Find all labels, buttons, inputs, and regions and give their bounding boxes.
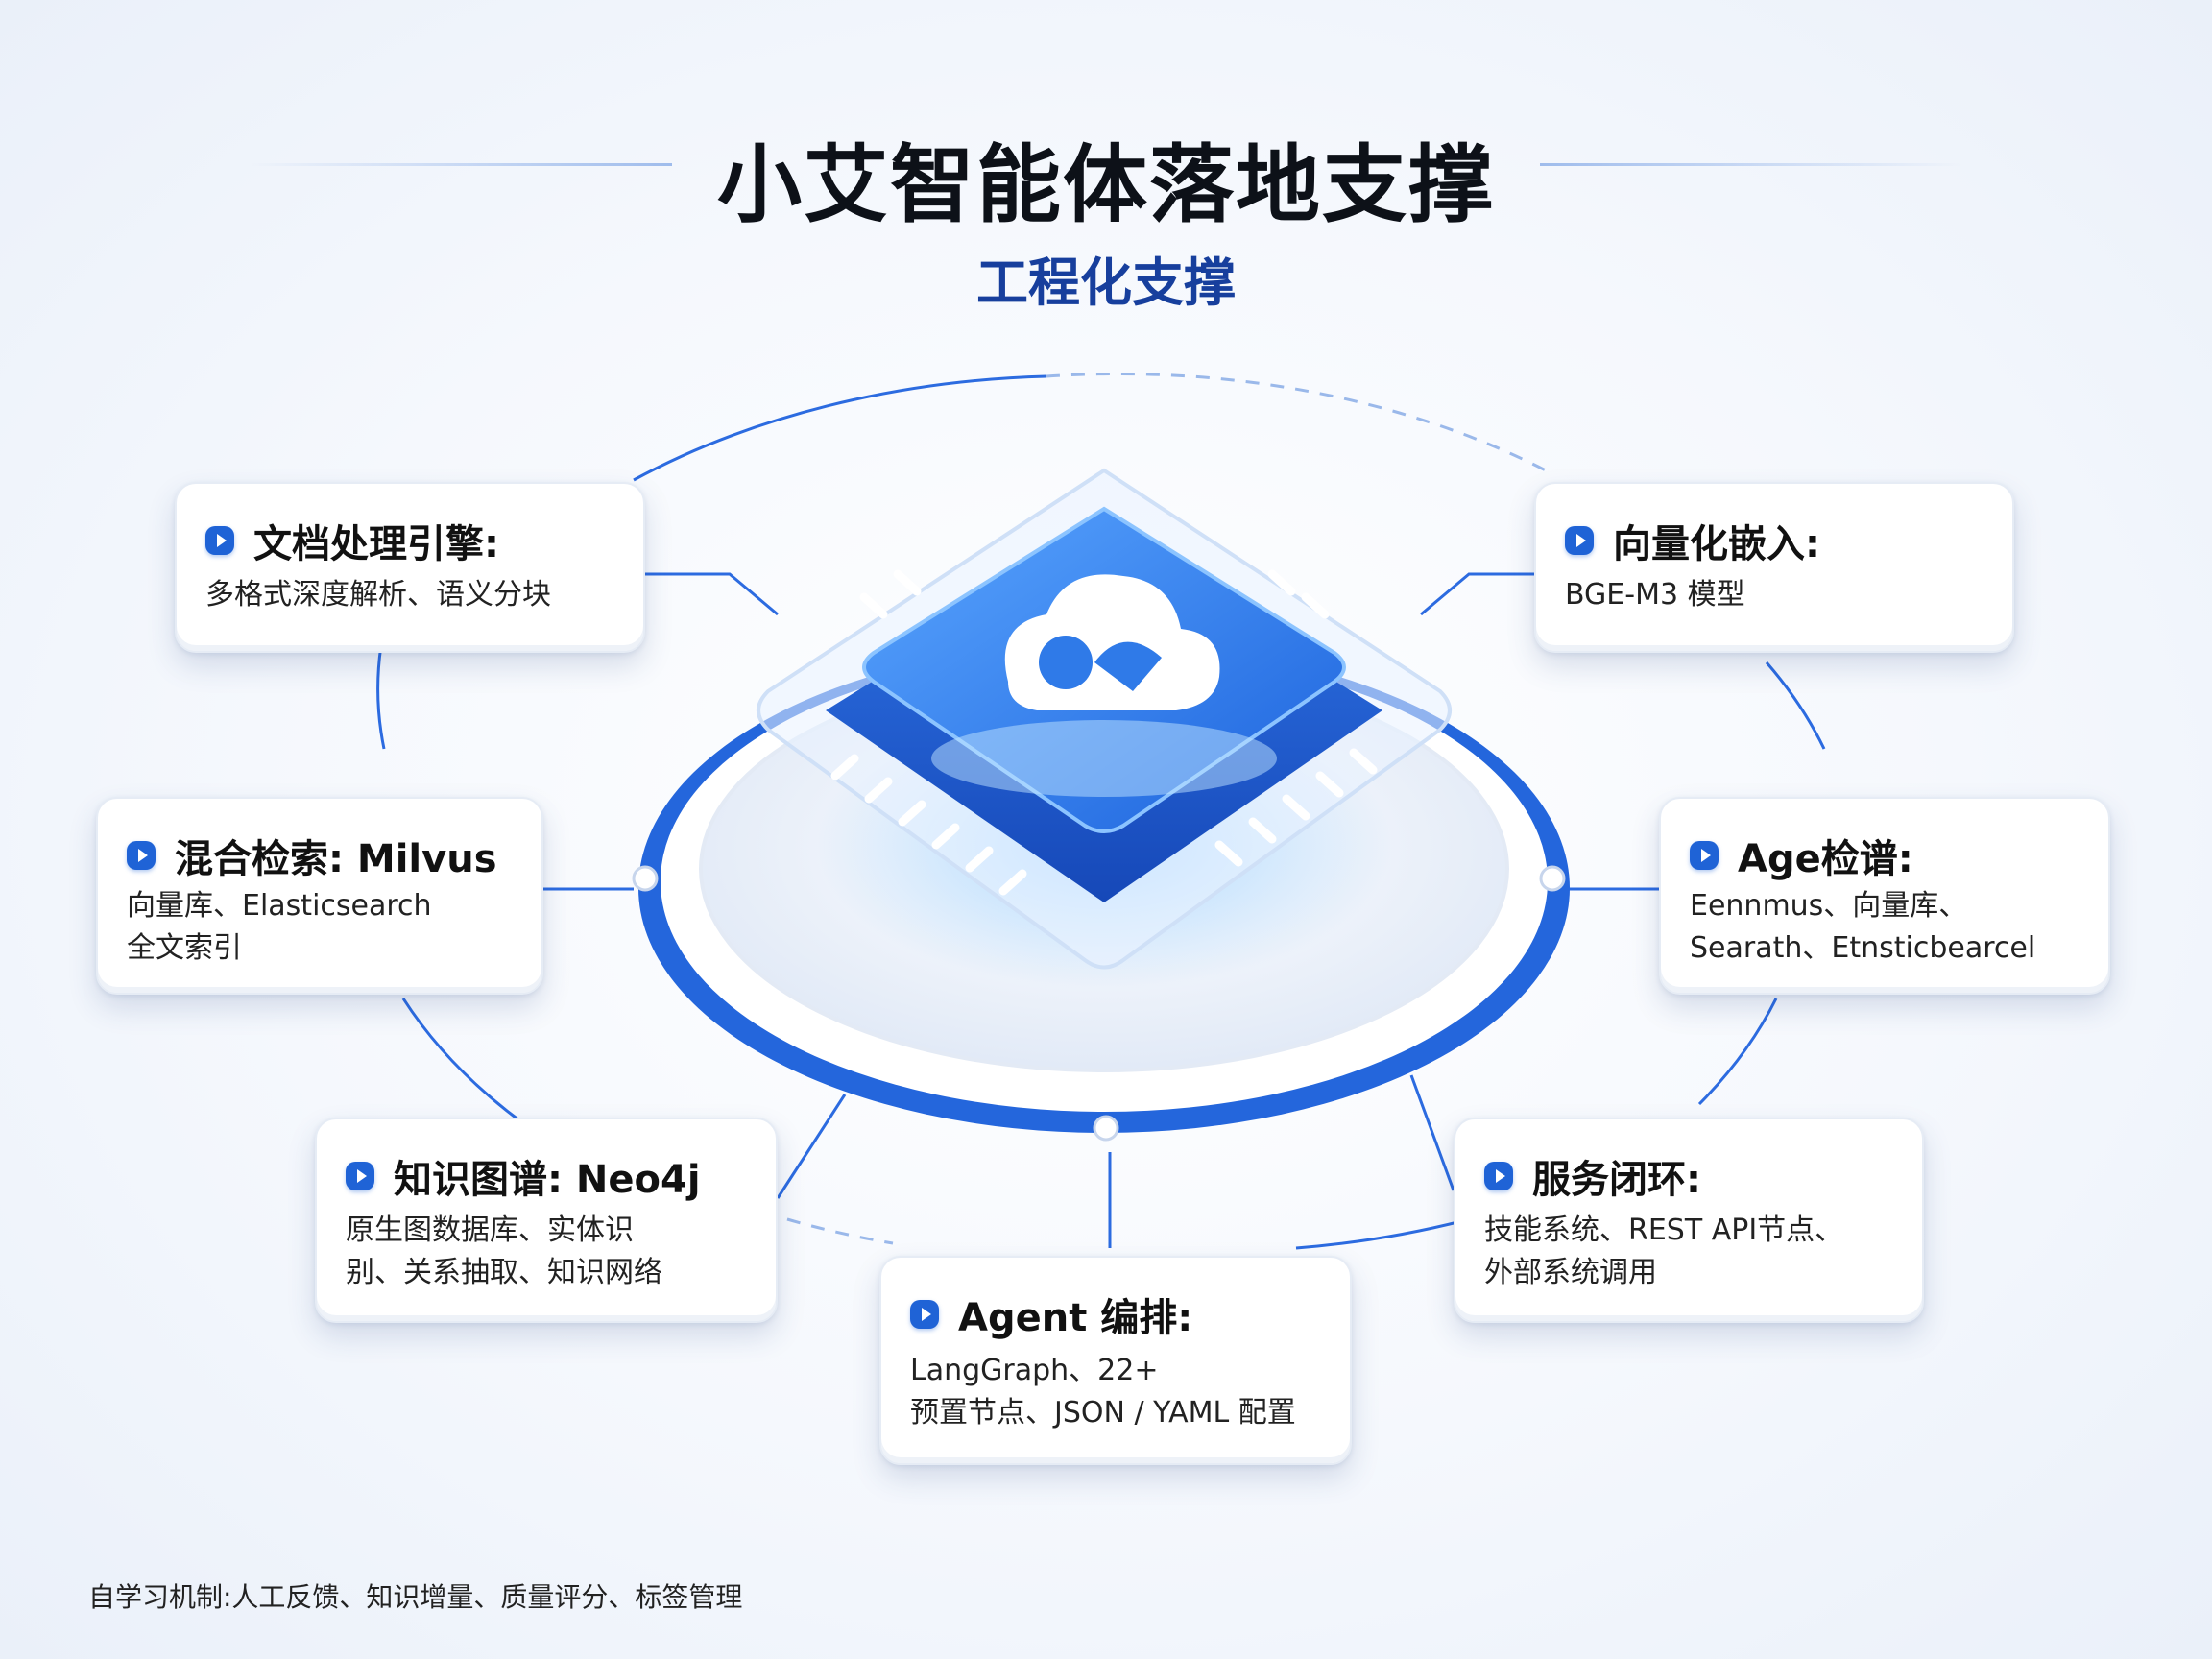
orbit-ring bbox=[376, 372, 1826, 1250]
card-title: 文档处理引擎: bbox=[253, 522, 499, 566]
connector-lines bbox=[543, 572, 1659, 1248]
card-hybrid-search: 混合检索: Milvus 向量库、Elasticsearch 全文索引 bbox=[96, 797, 543, 995]
card-age: Age检谱: Eennmus、向量库、 Searath、Etnsticbearc… bbox=[1659, 797, 2110, 995]
card-desc-line: Eennmus、向量库、 bbox=[1690, 889, 1968, 923]
card-desc-line: 别、关系抽取、知识网络 bbox=[346, 1256, 662, 1289]
card-title: 向量化嵌入: bbox=[1613, 522, 1820, 566]
title-divider-left bbox=[250, 163, 672, 166]
play-bullet-icon bbox=[1690, 841, 1719, 870]
card-desc-line: 原生图数据库、实体识 bbox=[346, 1214, 634, 1247]
card-title: 服务闭环: bbox=[1532, 1158, 1701, 1202]
card-desc-line: Searath、Etnsticbearcel bbox=[1690, 931, 2036, 965]
card-desc-line: BGE-M3 模型 bbox=[1565, 578, 1745, 612]
card-service-loop: 服务闭环: 技能系统、REST API节点、 外部系统调用 bbox=[1454, 1118, 1924, 1323]
footer-note: 自学习机制:人工反馈、知识增量、质量评分、标签管理 bbox=[88, 1581, 743, 1613]
page-subtitle: 工程化支撑 bbox=[976, 252, 1236, 313]
card-agent-orchestration: Agent 编排: LangGraph、22+ 预置节点、JSON / YAML… bbox=[879, 1256, 1352, 1465]
card-knowledge-graph: 知识图谱: Neo4j 原生图数据库、实体识 别、关系抽取、知识网络 bbox=[315, 1118, 778, 1323]
page-title: 小艾智能体落地支撑 bbox=[716, 135, 1495, 234]
card-desc-line: LangGraph、22+ bbox=[910, 1354, 1159, 1387]
card-title: Age检谱: bbox=[1738, 837, 1913, 881]
card-title: 知识图谱: Neo4j bbox=[394, 1158, 701, 1202]
play-bullet-icon bbox=[910, 1300, 939, 1329]
title-divider-right bbox=[1540, 163, 1962, 166]
card-desc-line: 预置节点、JSON / YAML 配置 bbox=[910, 1396, 1296, 1430]
card-title: 混合检索: Milvus bbox=[175, 837, 497, 881]
card-title: Agent 编排: bbox=[958, 1296, 1193, 1340]
card-desc-line: 外部系统调用 bbox=[1484, 1256, 1657, 1289]
card-desc-line: 技能系统、REST API节点、 bbox=[1484, 1214, 1844, 1247]
card-desc-line: 多格式深度解析、语义分块 bbox=[205, 578, 551, 612]
card-desc-line: 全文索引 bbox=[127, 931, 242, 965]
play-bullet-icon bbox=[1484, 1162, 1513, 1190]
card-doc-engine: 文档处理引擎: 多格式深度解析、语义分块 bbox=[175, 482, 645, 653]
play-bullet-icon bbox=[205, 526, 234, 555]
play-bullet-icon bbox=[127, 841, 156, 870]
play-bullet-icon bbox=[346, 1162, 374, 1190]
play-bullet-icon bbox=[1565, 526, 1594, 555]
cloud-logo-icon bbox=[1004, 574, 1220, 710]
card-vector-embed: 向量化嵌入: BGE-M3 模型 bbox=[1534, 482, 2014, 653]
card-desc-line: 向量库、Elasticsearch bbox=[127, 889, 432, 923]
